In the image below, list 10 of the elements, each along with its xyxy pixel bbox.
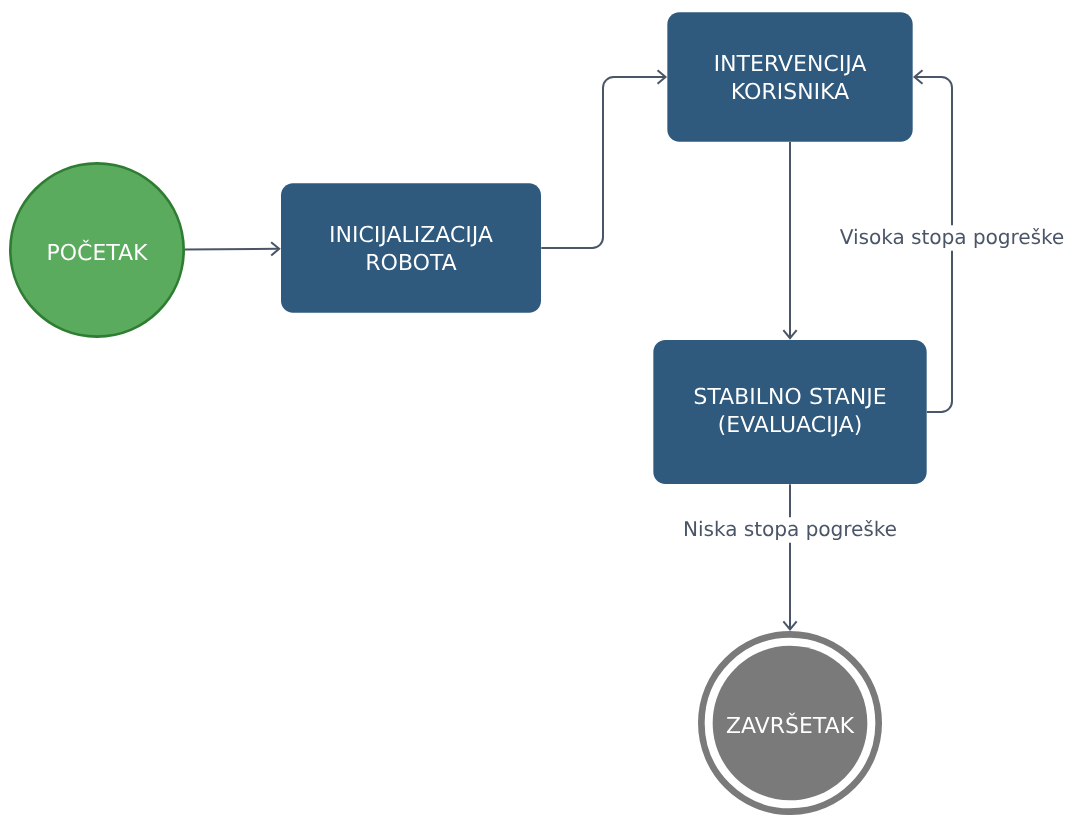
arrow xyxy=(912,69,953,413)
process-box: INTERVENCIJA KORISNIKA xyxy=(667,12,913,142)
arrow xyxy=(540,69,668,249)
process-box: STABILNO STANJE (EVALUACIJA) xyxy=(653,340,927,484)
process-box: INICIJALIZACIJA ROBOTA xyxy=(281,183,541,313)
arrow xyxy=(782,140,798,340)
edge-label: Niska stopa pogreške xyxy=(680,517,900,543)
arrow xyxy=(782,483,798,631)
edge-label: Visoka stopa pogreške xyxy=(837,225,1067,251)
arrow xyxy=(184,241,281,257)
